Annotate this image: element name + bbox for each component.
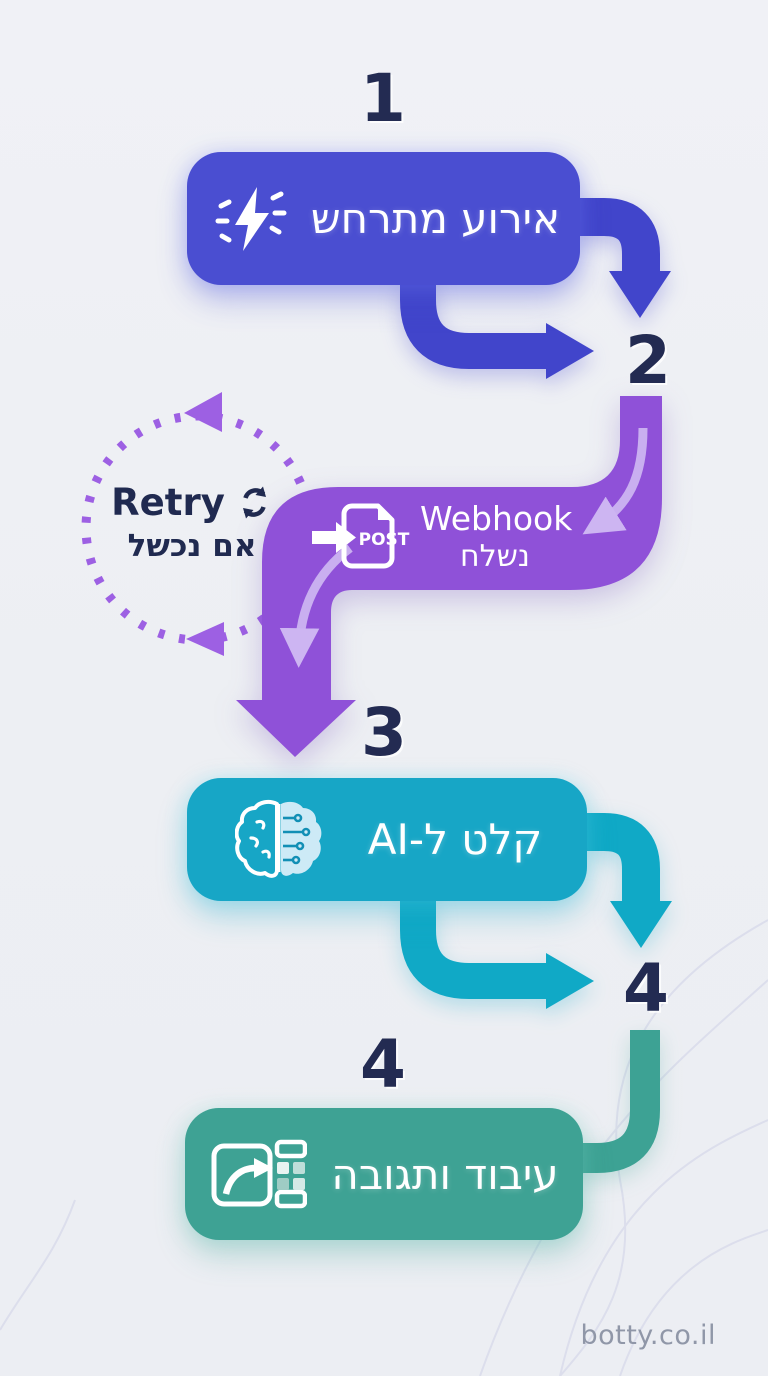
webhook-title: Webhook: [420, 499, 573, 538]
brain-ai-icon: [235, 798, 323, 882]
step2-number: 2: [625, 322, 671, 399]
step4-card: עיבוד ותגובה: [185, 1108, 583, 1240]
watermark: botty.co.il: [580, 1320, 716, 1351]
step4-number-left: 4: [360, 1026, 406, 1103]
step3-label: קלט ל-AI: [367, 815, 543, 864]
arrow-step1-to-2-right: [575, 198, 671, 318]
step1-card: אירוע מתרחש: [187, 152, 580, 285]
retry-sublabel: אם נכשל: [127, 527, 257, 564]
arrow-step1-to-2-bottom: [400, 280, 594, 379]
webhook-subtitle: נשלח: [460, 539, 530, 575]
lightning-icon: [211, 179, 291, 259]
webhook-ribbon: [236, 396, 662, 757]
post-badge: POST: [359, 530, 410, 550]
refresh-icon: [237, 485, 273, 521]
arrow-step3-to-4-bottom: [400, 898, 594, 1009]
step1-number: 1: [360, 60, 406, 137]
background-curves: [0, 919, 768, 1376]
arrow-step3-to-4-right: [585, 813, 672, 948]
retry-circle-arrowhead-top: [184, 392, 222, 432]
ribbon-inner-arrow-right: [582, 427, 648, 535]
retry-circle-arrowhead-bottom: [186, 622, 224, 656]
connector-4-to-step4: [570, 1030, 660, 1173]
step3-number: 3: [361, 694, 407, 771]
retry-note: Retry אם נכשל: [86, 481, 298, 564]
step1-label: אירוע מתרחש: [310, 194, 561, 243]
export-grid-icon: [211, 1136, 307, 1212]
retry-label: Retry: [111, 481, 225, 524]
ribbon-inner-arrow-left: [279, 544, 353, 668]
post-document-icon: POST: [312, 502, 412, 574]
step4-label: עיבוד ותגובה: [331, 1149, 559, 1199]
step3-card: קלט ל-AI: [187, 778, 587, 901]
webhook-label: Webhook נשלח: [420, 499, 573, 575]
step4-number-right: 4: [623, 950, 669, 1027]
